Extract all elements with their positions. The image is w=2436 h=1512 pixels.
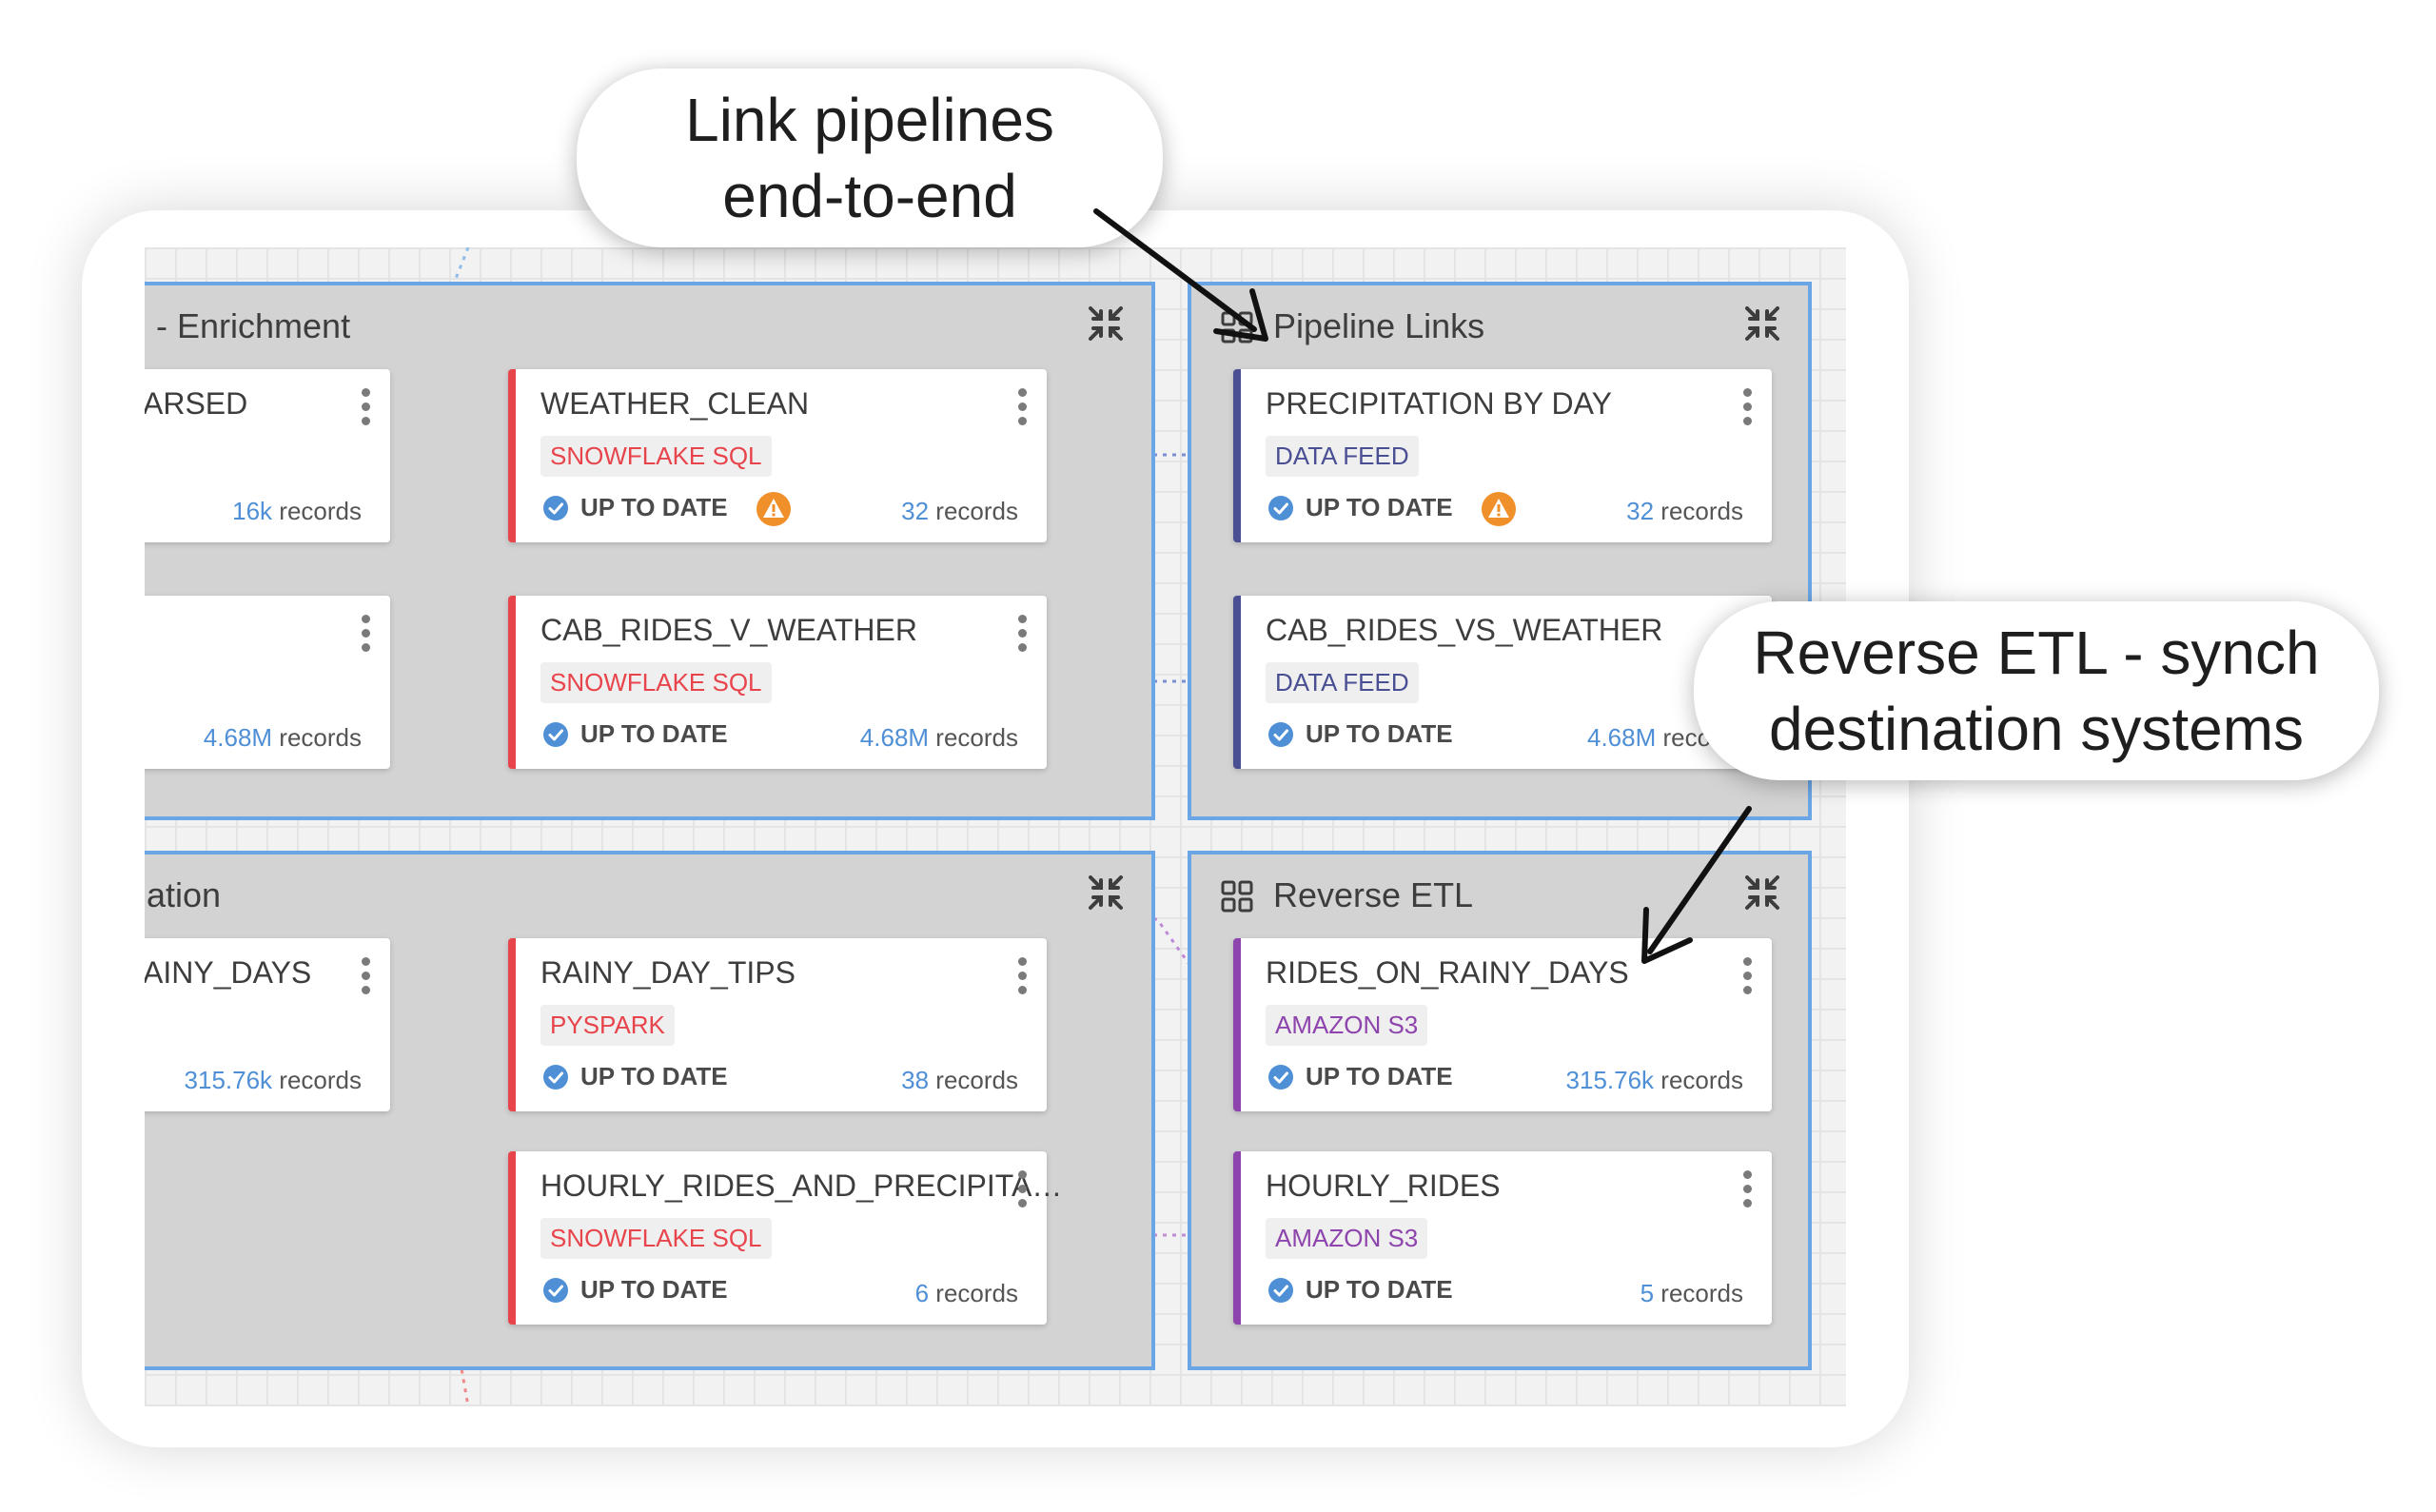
record-count: 32 records [901, 497, 1018, 525]
pipeline-type-badge: DATA FEED [1266, 436, 1419, 477]
kebab-menu-icon[interactable] [1016, 388, 1028, 430]
status-indicator: UP TO DATE [542, 493, 728, 522]
record-count: 4.68M records [859, 723, 1018, 752]
grid-squares-icon [1221, 311, 1253, 344]
card-title: AINY_DAYS [145, 955, 312, 990]
pipeline-type-badge: SNOWFLAKE SQL [540, 436, 772, 477]
warning-triangle-icon[interactable] [756, 491, 792, 527]
group-title: ation [147, 875, 222, 914]
callout-link-pipelines: Link pipelines end-to-end [577, 69, 1163, 247]
kebab-menu-icon[interactable] [1016, 957, 1028, 999]
status-indicator: UP TO DATE [542, 719, 728, 749]
pipeline-card-hourly-rides[interactable]: HOURLY_RIDES AMAZON S3 UP TO DATE 5 reco… [1233, 1151, 1772, 1325]
pipeline-card-cab-rides-vs-weather[interactable]: CAB_RIDES_VS_WEATHER DATA FEED UP TO DAT… [1233, 596, 1772, 769]
kebab-menu-icon[interactable] [1741, 1170, 1753, 1212]
status-indicator: UP TO DATE [1267, 719, 1453, 749]
kebab-menu-icon[interactable] [1016, 1170, 1028, 1212]
status-indicator: UP TO DATE [542, 1062, 728, 1091]
record-count: 38 records [901, 1066, 1018, 1094]
record-count: 32 records [1626, 497, 1743, 525]
kebab-menu-icon[interactable] [1741, 388, 1753, 430]
check-circle-icon [543, 495, 568, 520]
pipeline-card-hourly-rides-and-precipitation[interactable]: HOURLY_RIDES_AND_PRECIPITA… SNOWFLAKE SQ… [508, 1151, 1062, 1325]
card-title: HOURLY_RIDES [1266, 1168, 1501, 1203]
check-circle-icon [543, 721, 568, 747]
card-title: RIDES_ON_RAINY_DAYS [1266, 955, 1629, 990]
pipeline-type-badge: PYSPARK [540, 1005, 675, 1046]
pipeline-type-badge: SNOWFLAKE SQL [540, 662, 772, 703]
kebab-menu-icon[interactable] [360, 957, 371, 999]
record-count: 4.68M records [203, 723, 362, 752]
warning-triangle-icon[interactable] [1481, 491, 1517, 527]
pipeline-card-weather-clean[interactable]: WEATHER_CLEAN SNOWFLAKE SQL UP TO DATE 3… [508, 369, 1047, 542]
status-indicator: UP TO DATE [1267, 1275, 1453, 1305]
grid-squares-icon [1221, 880, 1253, 913]
record-count: 315.76k records [1565, 1066, 1743, 1094]
pipeline-card-parsed[interactable]: ARSED 16k records [145, 369, 390, 542]
card-title: WEATHER_CLEAN [540, 386, 810, 421]
pipeline-type-badge: AMAZON S3 [1266, 1218, 1428, 1259]
pipeline-type-badge: DATA FEED [1266, 662, 1419, 703]
status-indicator: UP TO DATE [542, 1275, 728, 1305]
check-circle-icon [1268, 495, 1293, 520]
compress-arrows-icon[interactable] [1087, 874, 1125, 912]
status-indicator: UP TO DATE [1267, 493, 1453, 522]
pipeline-type-badge: AMAZON S3 [1266, 1005, 1428, 1046]
kebab-menu-icon[interactable] [360, 388, 371, 430]
compress-arrows-icon[interactable] [1743, 874, 1781, 912]
check-circle-icon [1268, 721, 1293, 747]
kebab-menu-icon[interactable] [1741, 957, 1753, 999]
compress-arrows-icon[interactable] [1087, 304, 1125, 343]
group-title: Pipeline Links [1273, 306, 1485, 345]
pipeline-card[interactable]: 4.68M records [145, 596, 390, 769]
pipeline-card-cab-rides-v-weather[interactable]: CAB_RIDES_V_WEATHER SNOWFLAKE SQL UP TO … [508, 596, 1047, 769]
pipeline-type-badge: SNOWFLAKE SQL [540, 1218, 772, 1259]
compress-arrows-icon[interactable] [1743, 304, 1781, 343]
check-circle-icon [543, 1064, 568, 1090]
kebab-menu-icon[interactable] [360, 615, 371, 657]
card-title: HOURLY_RIDES_AND_PRECIPITA… [540, 1168, 1063, 1203]
card-title: ARSED [145, 386, 248, 421]
check-circle-icon [1268, 1277, 1293, 1303]
record-count: 315.76k records [184, 1066, 362, 1094]
record-count: 16k records [232, 497, 362, 525]
card-title: RAINY_DAY_TIPS [540, 955, 796, 990]
pipeline-card-precipitation-by-day[interactable]: PRECIPITATION BY DAY DATA FEED UP TO DAT… [1233, 369, 1772, 542]
group-title: Reverse ETL [1273, 875, 1474, 914]
check-circle-icon [543, 1277, 568, 1303]
pipeline-card-rides-on-rainy-days[interactable]: RIDES_ON_RAINY_DAYS AMAZON S3 UP TO DATE… [1233, 938, 1772, 1111]
pipeline-card-rainy-days[interactable]: AINY_DAYS 315.76k records [145, 938, 390, 1111]
group-title: - Enrichment [156, 306, 351, 345]
record-count: 6 records [914, 1279, 1018, 1307]
status-indicator: UP TO DATE [1267, 1062, 1453, 1091]
card-title: PRECIPITATION BY DAY [1266, 386, 1612, 421]
check-circle-icon [1268, 1064, 1293, 1090]
pipeline-canvas[interactable]: - Enrichment Pipeline Links ation [145, 247, 1846, 1406]
record-count: 5 records [1640, 1279, 1743, 1307]
callout-reverse-etl: Reverse ETL - synch destination systems [1694, 601, 2379, 780]
card-title: CAB_RIDES_V_WEATHER [540, 613, 917, 647]
pipeline-card-rainy-day-tips[interactable]: RAINY_DAY_TIPS PYSPARK UP TO DATE 38 rec… [508, 938, 1047, 1111]
card-title: CAB_RIDES_VS_WEATHER [1266, 613, 1663, 647]
kebab-menu-icon[interactable] [1016, 615, 1028, 657]
